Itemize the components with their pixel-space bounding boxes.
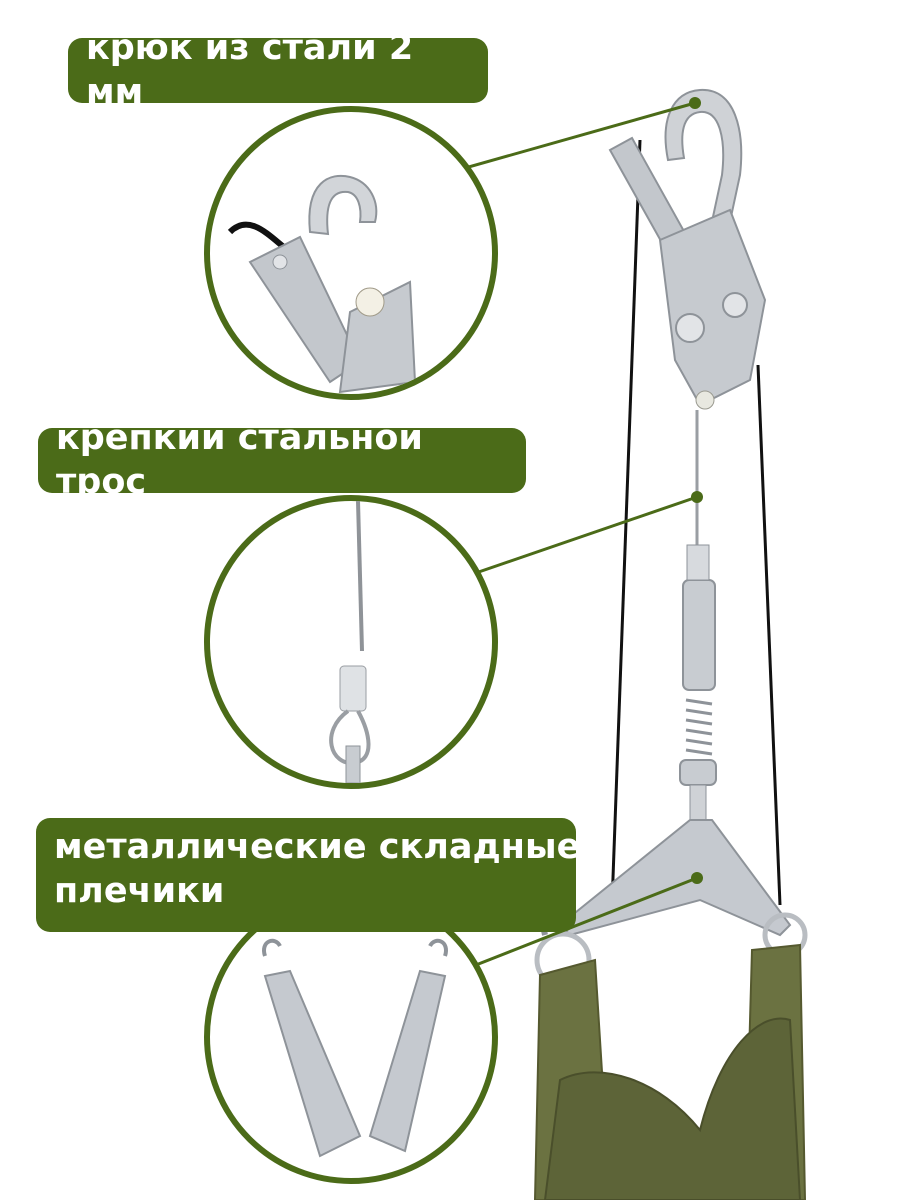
- spring: [685, 698, 713, 756]
- cable-label-text: крепкий стальной трос: [56, 417, 423, 502]
- right-cord: [756, 364, 782, 906]
- cable-label: крепкий стальной трос: [38, 418, 526, 502]
- shoulders-closeup-image: [262, 938, 448, 1158]
- hook-label: крюк из стали 2 мм: [68, 28, 488, 112]
- hook-closeup: [204, 106, 498, 400]
- main-hook: [664, 88, 743, 241]
- shoulders-label-line2: плечики: [54, 870, 225, 911]
- fabric-body: [543, 1017, 802, 1200]
- cable-closeup-image: [329, 501, 371, 783]
- folding-shoulders: [558, 819, 792, 937]
- shoulders-label: металлические складные плечики: [36, 818, 581, 932]
- shoulders-label-line1: металлические складные: [54, 827, 581, 867]
- turnbuckle: [682, 579, 716, 691]
- cable-closeup: [204, 495, 498, 789]
- hook-label-text: крюк из стали 2 мм: [86, 27, 414, 112]
- hook-closeup-image: [227, 174, 417, 394]
- shoulders-closeup: [204, 890, 498, 1184]
- pulley-body: [658, 208, 767, 407]
